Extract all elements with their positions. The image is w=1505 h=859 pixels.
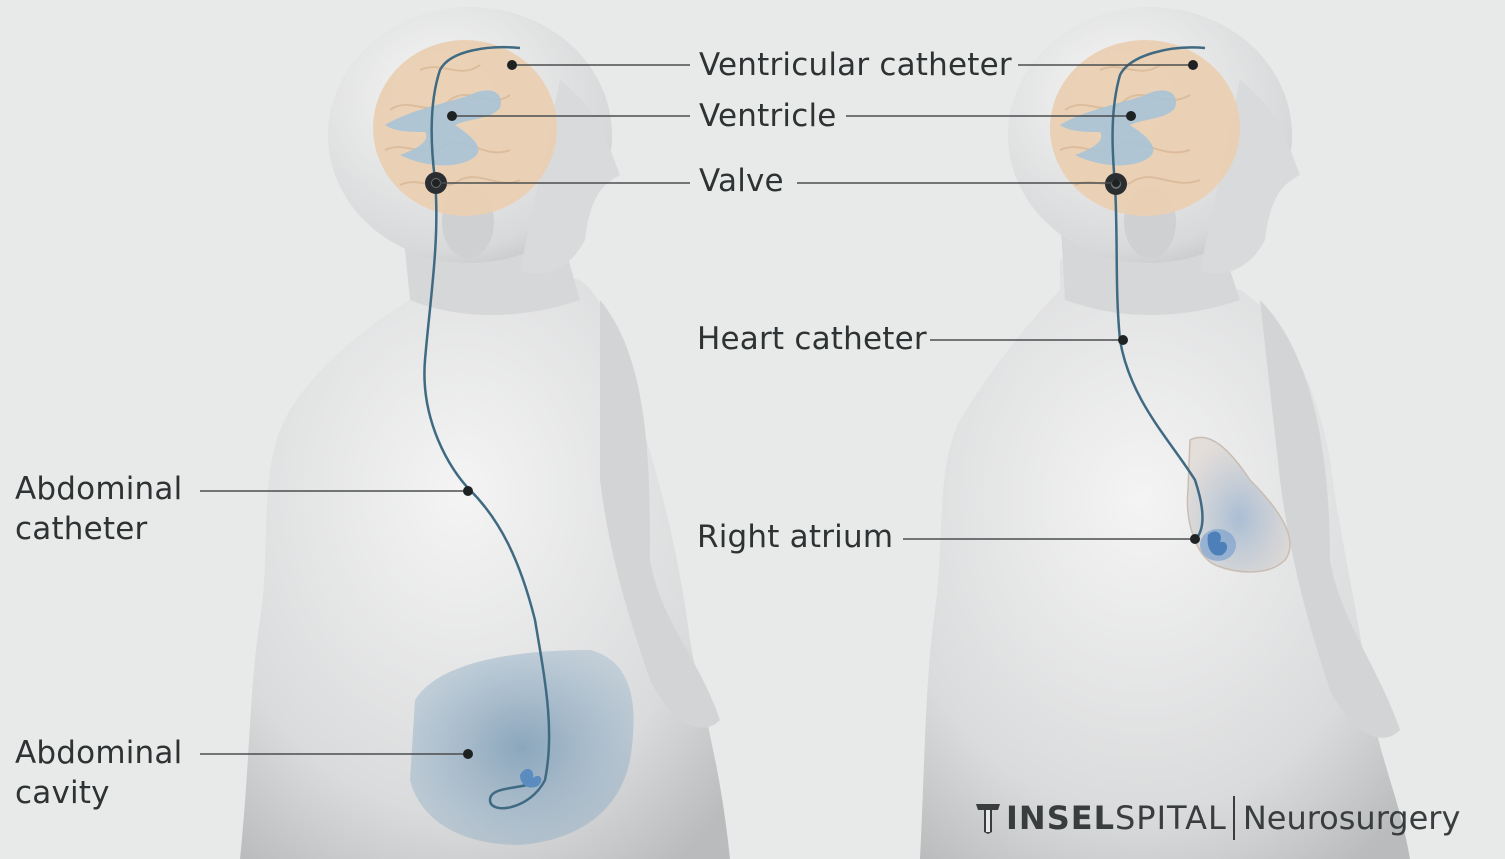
right-torso	[920, 260, 1410, 859]
label-ventricular-catheter: Ventricular catheter	[699, 45, 1012, 85]
brand-name-bold: INSEL	[1006, 799, 1115, 837]
brand-department: Neurosurgery	[1243, 799, 1461, 837]
label-valve: Valve	[699, 161, 784, 201]
label-abdominal-catheter-line1: Abdominal	[15, 469, 182, 509]
left-figure	[240, 7, 730, 859]
label-abdominal-cavity: Abdominal cavity	[15, 733, 182, 813]
right-figure	[920, 7, 1410, 859]
label-abdominal-catheter: Abdominal catheter	[15, 469, 182, 549]
brand-separator	[1233, 796, 1235, 840]
label-right-atrium: Right atrium	[697, 517, 893, 557]
inselspital-logo	[974, 800, 1002, 836]
label-abdominal-cavity-line1: Abdominal	[15, 733, 182, 773]
label-abdominal-catheter-line2: catheter	[15, 509, 182, 549]
label-heart-catheter: Heart catheter	[697, 319, 927, 359]
label-ventricle: Ventricle	[699, 96, 837, 136]
label-abdominal-cavity-line2: cavity	[15, 773, 182, 813]
brand-name-light: SPITAL	[1115, 799, 1227, 837]
